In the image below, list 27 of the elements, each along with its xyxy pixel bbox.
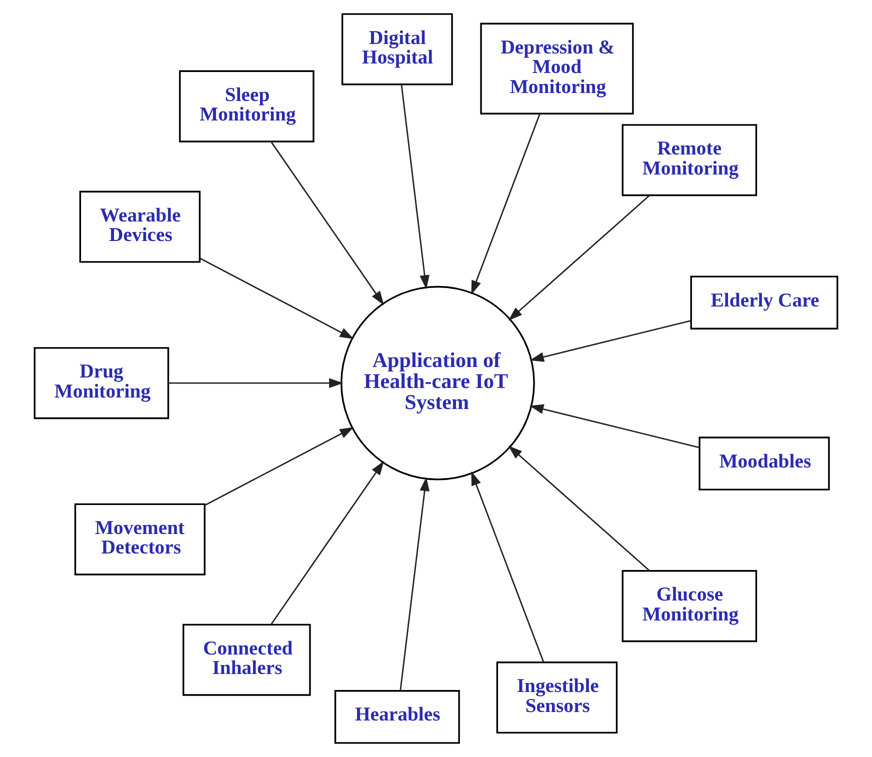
arrow bbox=[471, 471, 544, 662]
node-circle: Application of Health-care IoT System bbox=[340, 286, 535, 480]
arrow bbox=[471, 113, 541, 295]
node-box: Wearable Devices bbox=[79, 190, 201, 263]
arrow bbox=[400, 84, 430, 290]
arrow bbox=[508, 446, 650, 572]
arrow bbox=[530, 404, 700, 448]
node-box: Glucose Monitoring bbox=[622, 570, 758, 642]
node-box: Depression & Mood Monitoring bbox=[480, 22, 634, 114]
arrow bbox=[270, 142, 384, 306]
node-box: Digital Hospital bbox=[341, 13, 453, 86]
node-box: Sleep Monitoring bbox=[179, 70, 314, 142]
node-box: Ingestible Sensors bbox=[496, 662, 618, 734]
node-box: Moodables bbox=[698, 436, 830, 490]
arrow bbox=[508, 194, 650, 321]
arrow bbox=[200, 258, 354, 340]
arrow bbox=[168, 378, 344, 388]
node-box: Hearables bbox=[334, 690, 460, 744]
arrow bbox=[400, 476, 430, 691]
arrow bbox=[530, 320, 692, 362]
arrow bbox=[270, 460, 384, 625]
node-box: Elderly Care bbox=[690, 276, 838, 330]
node-box: Movement Detectors bbox=[74, 503, 206, 576]
node-box: Remote Monitoring bbox=[622, 124, 758, 196]
arrow bbox=[204, 427, 354, 506]
node-box: Connected Inhalers bbox=[182, 624, 311, 696]
node-box: Drug Monitoring bbox=[34, 347, 170, 420]
